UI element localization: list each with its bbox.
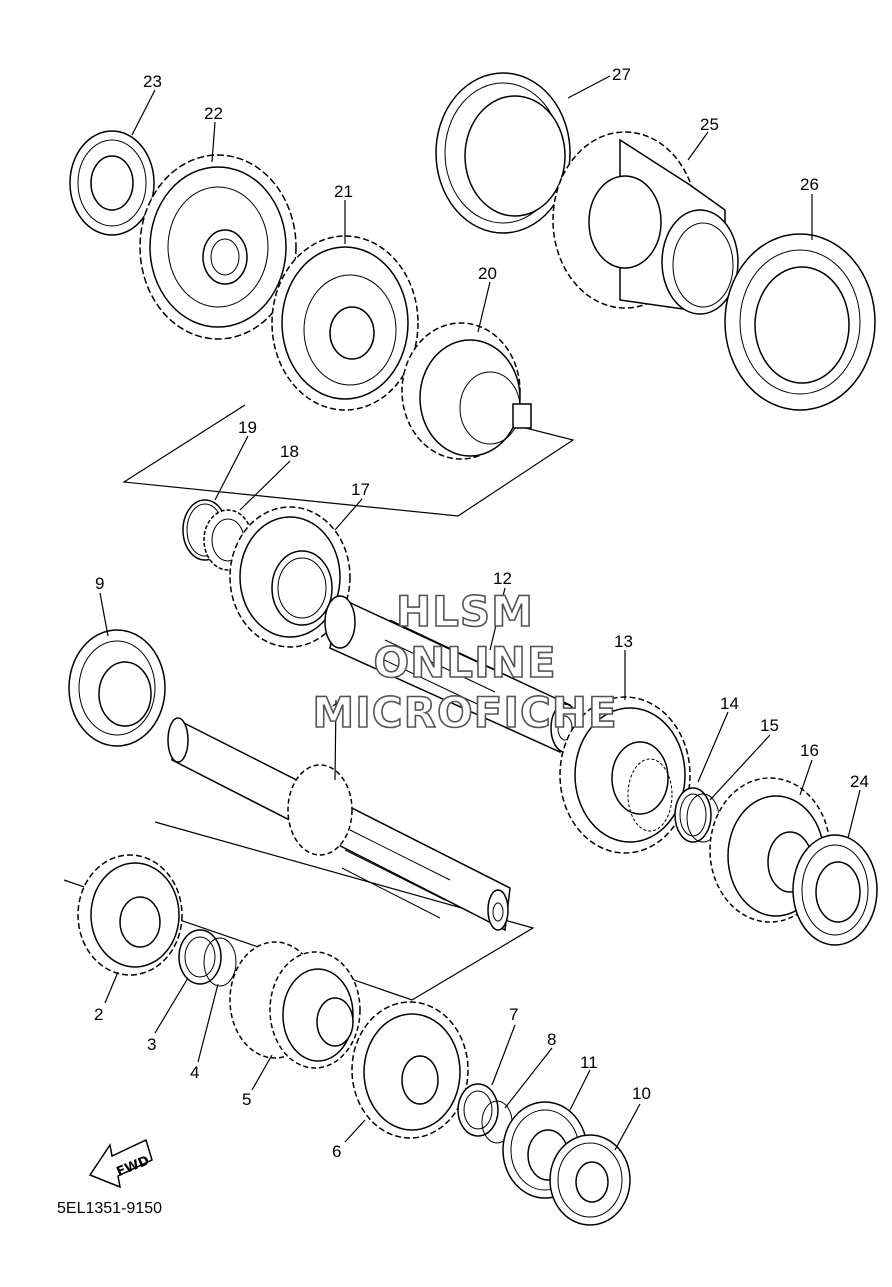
watermark-line-2: ONLINE (373, 638, 556, 687)
part-label-11[interactable]: 11 (580, 1053, 598, 1072)
part-label-1[interactable]: 1 (331, 700, 340, 719)
diagram-code: 5EL1351-9150 (57, 1200, 162, 1217)
gear-13[interactable] (559, 696, 691, 854)
washer-3[interactable] (178, 929, 222, 985)
part-label-5[interactable]: 5 (242, 1090, 251, 1109)
oil-seal-27[interactable] (435, 72, 571, 234)
part-label-7[interactable]: 7 (509, 1005, 518, 1024)
part-label-20[interactable]: 20 (478, 264, 497, 283)
fwd-arrow-icon: FWD (88, 1138, 153, 1189)
washer-14[interactable] (674, 787, 712, 843)
watermark-line-1: HLSM (396, 587, 534, 636)
part-label-15[interactable]: 15 (760, 716, 779, 735)
watermark-line-3: MICROFICHE (312, 688, 617, 737)
part-label-12[interactable]: 12 (493, 569, 512, 588)
bearing-24[interactable] (792, 834, 878, 946)
main-axle-1[interactable] (167, 717, 511, 932)
part-labels: 23 22 21 20 27 25 26 19 18 17 9 12 1 13 … (94, 65, 869, 1161)
part-label-4[interactable]: 4 (190, 1063, 199, 1082)
part-label-6[interactable]: 6 (332, 1142, 341, 1161)
part-label-19[interactable]: 19 (238, 418, 257, 437)
gear-2[interactable] (77, 854, 183, 976)
gear-6[interactable] (351, 1001, 469, 1139)
part-label-23[interactable]: 23 (143, 72, 162, 91)
part-label-21[interactable]: 21 (334, 182, 353, 201)
part-label-24[interactable]: 24 (850, 772, 869, 791)
gear-22[interactable] (139, 154, 297, 340)
gear-5[interactable] (229, 941, 361, 1069)
watermark: HLSM ONLINE MICROFICHE (312, 586, 618, 738)
drive-axle-12[interactable] (324, 595, 580, 754)
primary-driven-gear-25[interactable] (552, 131, 739, 315)
part-label-18[interactable]: 18 (280, 442, 299, 461)
part-label-2[interactable]: 2 (94, 1005, 103, 1024)
part-label-10[interactable]: 10 (632, 1084, 651, 1103)
bearing-23[interactable] (69, 130, 155, 236)
oil-seal-10[interactable] (549, 1134, 631, 1226)
part-label-13[interactable]: 13 (614, 632, 633, 651)
bearing-26[interactable] (724, 233, 876, 411)
gear-21[interactable] (271, 235, 419, 411)
part-label-14[interactable]: 14 (720, 694, 739, 713)
gear-17[interactable] (229, 506, 351, 648)
circlip-4[interactable] (203, 937, 237, 987)
part-label-3[interactable]: 3 (147, 1035, 156, 1054)
part-label-9[interactable]: 9 (95, 574, 104, 593)
part-label-22[interactable]: 22 (204, 104, 223, 123)
part-label-8[interactable]: 8 (547, 1030, 556, 1049)
gear-20[interactable] (401, 322, 532, 460)
part-label-17[interactable]: 17 (351, 480, 370, 499)
part-label-16[interactable]: 16 (800, 741, 819, 760)
bracket-lower (63, 821, 535, 1001)
bearing-9[interactable] (68, 629, 166, 747)
part-label-25[interactable]: 25 (700, 115, 719, 134)
washer-7[interactable] (457, 1083, 499, 1137)
leader-lines (99, 75, 861, 1151)
part-label-26[interactable]: 26 (800, 175, 819, 194)
part-label-27[interactable]: 27 (612, 65, 631, 84)
